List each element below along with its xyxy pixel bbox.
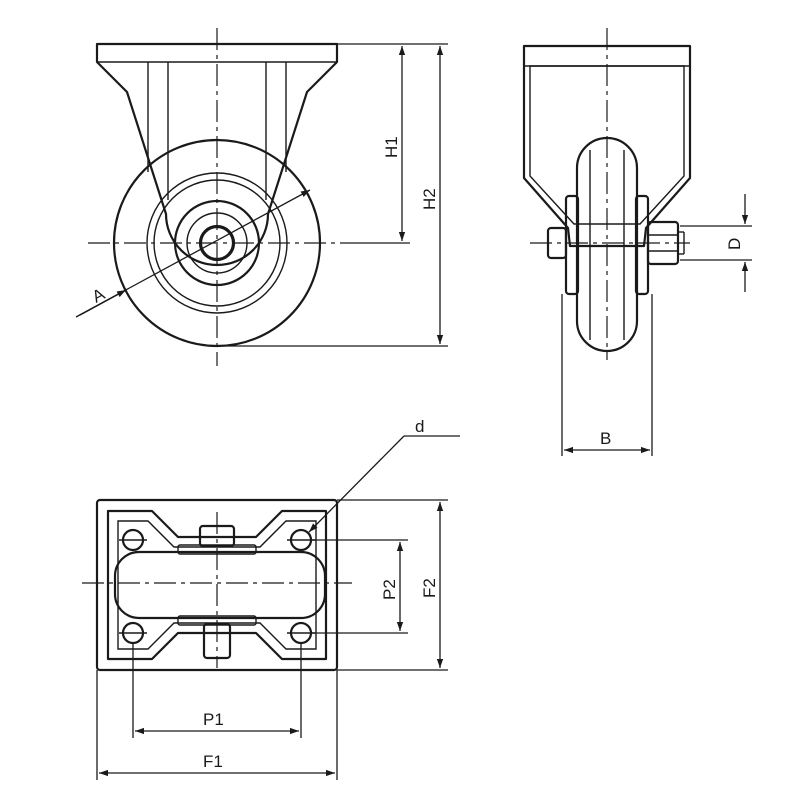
dim-label-H1: H1 — [382, 136, 401, 158]
dim-label-P1: P1 — [203, 710, 224, 729]
top-view: d P2 F2 P1 F1 — [82, 417, 460, 780]
wheel-top — [113, 550, 327, 620]
dim-label-D: D — [725, 238, 744, 250]
dim-label-B: B — [600, 429, 611, 448]
fork-outer — [522, 44, 692, 248]
dim-label-F2: F2 — [420, 578, 439, 598]
base-plate — [95, 498, 339, 672]
dim-label-H2: H2 — [420, 188, 439, 210]
dim-label-P2: P2 — [380, 579, 399, 600]
dim-label-F1: F1 — [203, 752, 223, 771]
bracket-body — [95, 42, 339, 267]
side-view: A H1 H2 — [75, 28, 448, 366]
dim-label-A: A — [89, 284, 109, 306]
bracket-outline — [106, 509, 328, 661]
dim-label-d: d — [415, 417, 424, 436]
front-view: D B — [522, 28, 752, 456]
